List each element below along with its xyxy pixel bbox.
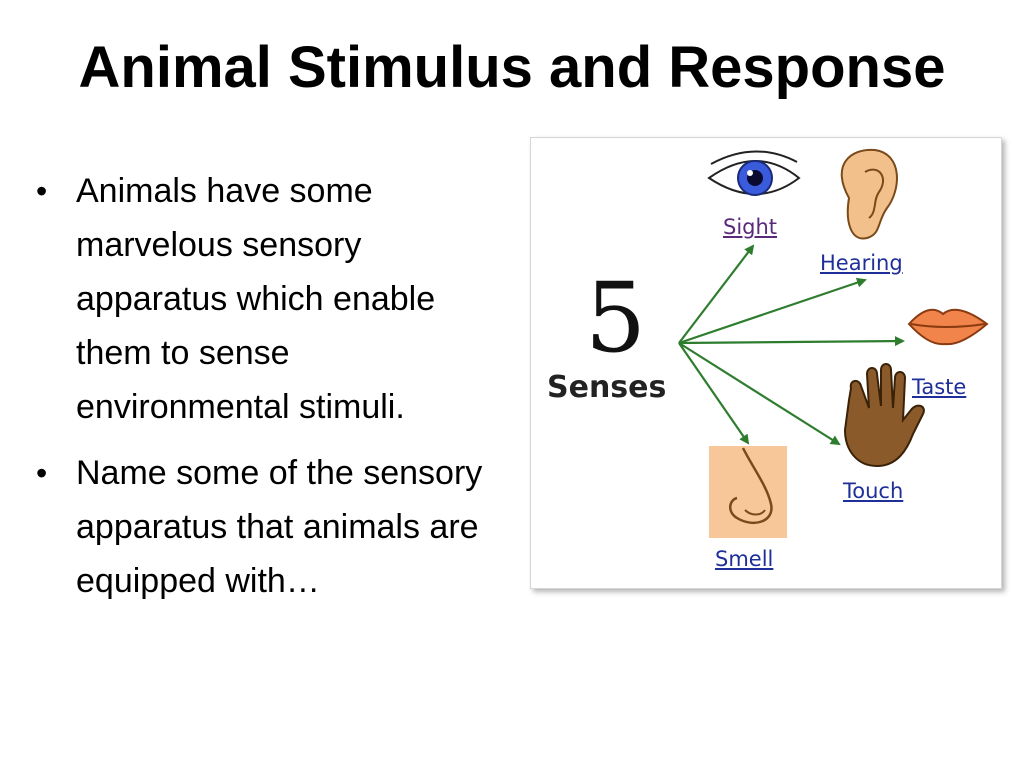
touch-label: Touch (843, 479, 904, 503)
hand-icon (843, 363, 925, 468)
five-senses-figure: 5 Senses Sight Hearing Taste Touch Smell (530, 137, 1002, 589)
smell-label: Smell (715, 547, 774, 571)
bullet-text: Animals have some marvelous sensory appa… (76, 172, 436, 426)
bullet-glyph: • (36, 455, 48, 491)
sight-label: Sight (723, 215, 778, 239)
bullet-list: • Animals have some marvelous sensory ap… (34, 164, 504, 620)
bullet-glyph: • (36, 173, 48, 209)
hearing-label: Hearing (820, 251, 903, 275)
senses-number: 5 (585, 262, 647, 374)
bullet-text: Name some of the sensory apparatus that … (76, 454, 483, 600)
ear-icon (840, 148, 898, 240)
arrow-to-smell (678, 342, 750, 445)
senses-word: Senses (547, 370, 667, 405)
arrow-to-taste (678, 336, 905, 347)
bullet-item: • Animals have some marvelous sensory ap… (34, 164, 504, 434)
senses-diagram (678, 148, 989, 538)
eye-icon (707, 150, 801, 196)
arrow-to-touch (678, 342, 841, 446)
bullet-item: • Name some of the sensory apparatus tha… (34, 446, 504, 608)
nose-icon (709, 446, 787, 538)
slide-title: Animal Stimulus and Response (78, 35, 946, 100)
arrow-to-hearing (678, 277, 867, 345)
taste-label: Taste (912, 375, 967, 399)
lips-icon (907, 308, 989, 346)
arrow-to-sight (678, 244, 755, 344)
